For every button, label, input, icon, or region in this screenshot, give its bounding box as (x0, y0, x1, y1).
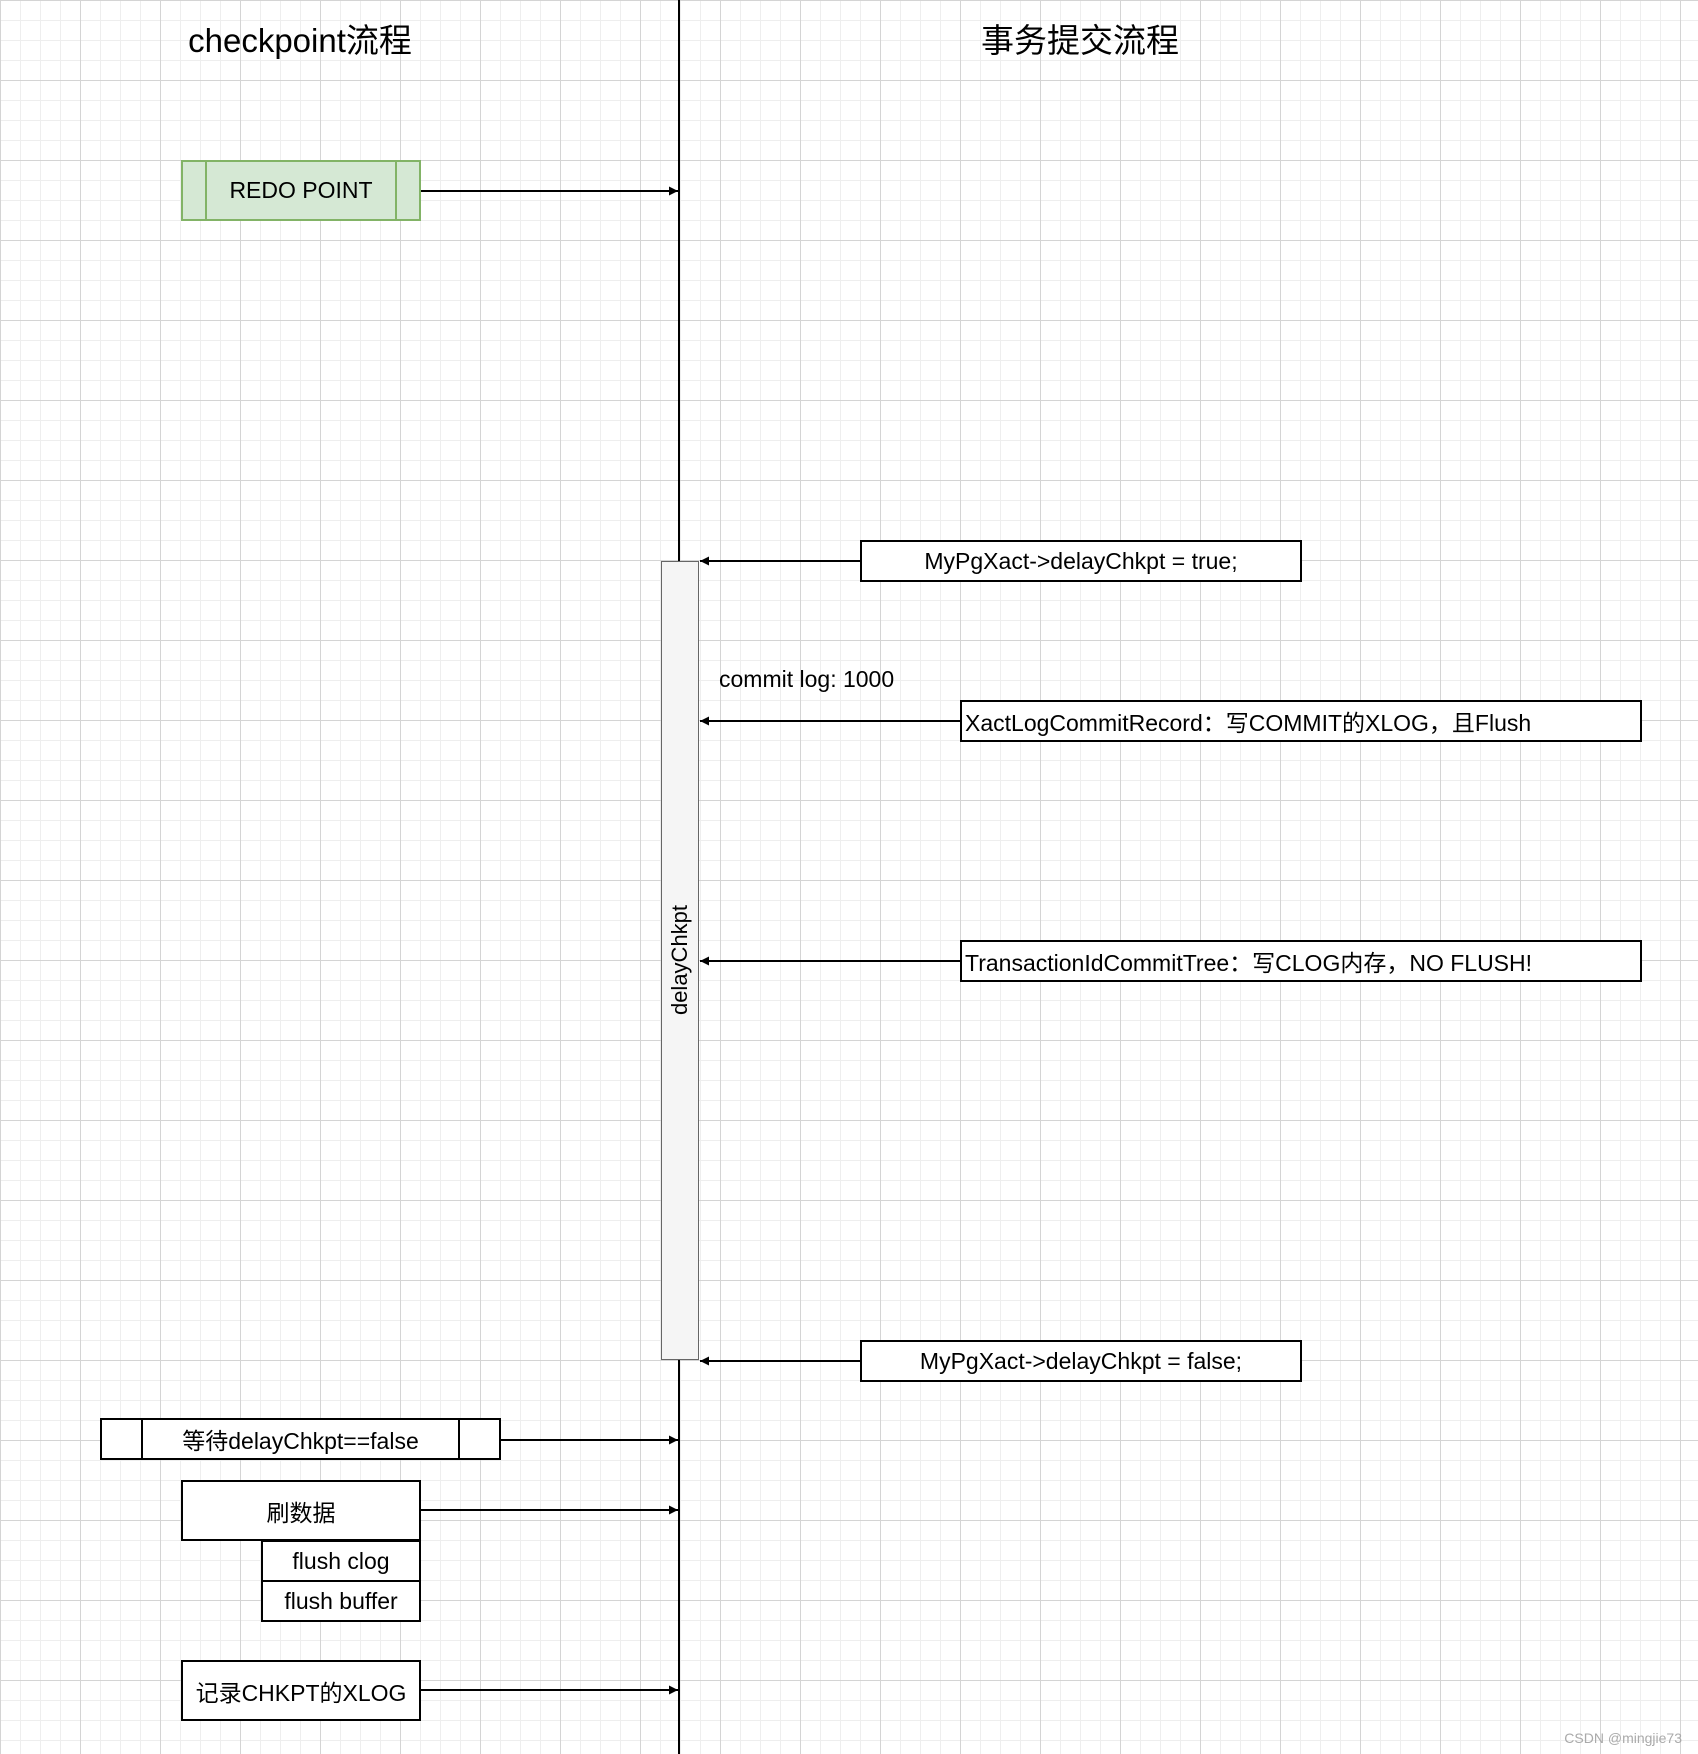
wait-label: 等待delayChkpt==false (182, 1428, 419, 1454)
commit-tree-box: TransactionIdCommitTree：写CLOG内存，NO FLUSH… (960, 940, 1642, 982)
xact-log-commit-record-box: XactLogCommitRecord：写COMMIT的XLOG，且Flush (960, 700, 1642, 742)
flush-data-label: 刷数据 (266, 1499, 336, 1526)
redo-point-label: REDO POINT (229, 177, 373, 203)
delay-chkpt-activation-bar (661, 561, 699, 1360)
checkpoint-lane-title: checkpoint流程 (188, 22, 412, 59)
redo-point-box: REDO POINT (181, 160, 421, 221)
watermark: CSDN @mingjie73 (1564, 1730, 1682, 1746)
wait-delay-chkpt-box: 等待delayChkpt==false (100, 1418, 501, 1460)
set-delay-true-box: MyPgXact->delayChkpt = true; (860, 540, 1302, 582)
commit-lane-title: 事务提交流程 (981, 22, 1179, 59)
xact-log-label: XactLogCommitRecord：写COMMIT的XLOG，且Flush (965, 710, 1532, 736)
set-delay-false-label: MyPgXact->delayChkpt = false; (919, 1347, 1243, 1374)
write-chkpt-xlog-box: 记录CHKPT的XLOG (181, 1660, 421, 1721)
flush-buffer-label: flush buffer (284, 1587, 398, 1614)
commit-log-label: commit log: 1000 (719, 666, 895, 692)
flush-buffer-box: flush buffer (261, 1580, 421, 1622)
flush-clog-label: flush clog (292, 1547, 390, 1574)
write-xlog-label: 记录CHKPT的XLOG (195, 1679, 407, 1706)
commit-tree-label: TransactionIdCommitTree：写CLOG内存，NO FLUSH… (965, 950, 1533, 976)
set-delay-true-label: MyPgXact->delayChkpt = true; (924, 547, 1238, 574)
set-delay-false-box: MyPgXact->delayChkpt = false; (860, 1340, 1302, 1382)
